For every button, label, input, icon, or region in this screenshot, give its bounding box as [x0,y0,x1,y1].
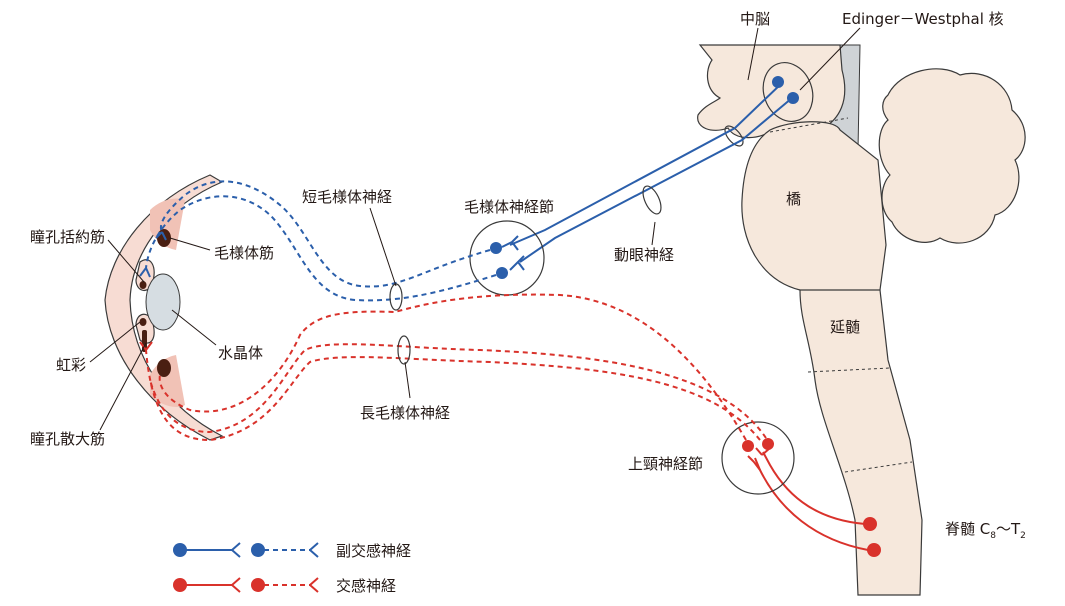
legend: 副交感神経 交感神経 [173,542,411,595]
eye-globe [104,174,224,441]
scg-neuron-2 [762,438,774,450]
leader-iris [89,321,141,363]
midbrain [697,44,846,139]
sphincter-synapse [139,267,151,278]
legend-parasympathetic-label: 副交感神経 [336,542,411,560]
pons [741,121,887,293]
legend-sympathetic: 交感神経 [173,577,396,595]
leader-lens [171,309,217,346]
label-medulla: 延髄 [830,318,860,336]
legend-blue-dot-dashed [251,543,265,557]
legend-blue-synapse-1 [231,542,241,558]
legend-sympathetic-label: 交感神経 [336,577,396,595]
divider-midbrain-pons [769,117,849,133]
legend-blue-dot-solid [173,543,187,557]
leader-ew [799,27,861,91]
ciliary-ganglion-circle [469,220,545,296]
label-ciliary-muscle: 毛様体筋 [214,244,274,262]
ciliary-muscle-lower [157,359,171,377]
oculomotor-fiber-1 [509,81,784,246]
ew-neuron-1 [772,76,784,88]
eye [104,174,224,441]
labels: 中脳 Edinger－Westphal 核 橋 延髄 脊髄 C8～T2 動眼神経… [30,10,1026,541]
label-lens: 水晶体 [218,344,263,362]
leader-midbrain [747,27,759,81]
oculomotor-ring [642,185,662,215]
preganglionic-1 [762,451,866,525]
long-ciliary-ring [397,335,411,365]
ciliary-synapse [155,231,167,241]
label-ciliary-ganglion: 毛様体神経節 [464,198,554,216]
legend-blue-synapse-2 [309,542,319,558]
parasympathetic-pathway [139,76,799,311]
divider-cord-1 [844,461,913,473]
legend-red-dot-dashed [251,578,265,592]
legend-red-dot-solid [173,578,187,592]
postganglionic-through-ciliary [158,293,747,441]
long-ciliary-nerve-2 [145,349,761,442]
dilator-synapse [139,341,153,351]
oculomotor-exit-ring [724,125,744,147]
label-sphincter: 瞳孔括約筋 [30,228,105,246]
legend-parasympathetic: 副交感神経 [173,542,411,560]
label-superior-cervical-ganglion: 上頸神経節 [628,455,703,473]
oculomotor-fiber-2 [519,97,793,263]
medulla-spinal-cord [799,289,923,596]
divider-medulla-cord [807,367,891,373]
label-pons: 橋 [786,190,801,208]
label-spinal-cord: 脊髄 C8～T2 [945,520,1026,541]
scg-neuron-1 [742,440,754,452]
leader-lines [89,27,861,431]
synapse-1 [501,235,519,251]
leader-sphincter [107,239,145,283]
superior-cervical-ganglion-circle [721,421,795,495]
leader-long-ciliary [404,361,411,399]
leader-dilator [99,342,147,431]
ganglion-neuron-1 [490,242,502,254]
label-long-ciliary: 長毛様体神経 [360,404,450,422]
label-iris: 虹彩 [56,356,86,374]
legend-red-synapse-2 [309,577,319,593]
label-midbrain: 中脳 [740,10,770,28]
label-oculomotor-nerve: 動眼神経 [614,246,674,264]
label-short-ciliary: 短毛様体神経 [302,188,392,206]
spinal-sep: ～T [996,520,1021,538]
leader-oculomotor [651,221,656,246]
spinal-t-sub: 2 [1020,531,1026,541]
short-ciliary-ring [389,283,403,311]
long-ciliary-nerve-1 [149,343,767,439]
spinal-neuron-1 [863,517,877,531]
brainstem [697,44,1026,596]
sphincter-dot-lower [139,318,147,326]
ew-nucleus-outline [762,62,814,122]
spinal-c-sub: 8 [990,531,996,541]
preganglionic-2 [754,457,869,551]
synapse-2 [509,255,525,271]
spinal-prefix: 脊髄 C [945,520,990,538]
short-ciliary-nerve-2 [145,195,497,302]
scg-synapse-2 [747,455,761,471]
spinal-neuron-2 [867,543,881,557]
ew-neuron-2 [787,92,799,104]
ganglion-neuron-2 [496,267,508,279]
sphincter-dot [139,281,147,289]
legend-red-synapse-1 [231,577,241,593]
short-ciliary-nerve-1 [160,180,491,288]
sympathetic-pathway [139,293,881,557]
lens-shape [145,273,181,331]
leader-short-ciliary [369,207,397,287]
label-ew-nucleus: Edinger－Westphal 核 [842,10,1004,28]
cerebellum [878,68,1026,244]
leader-ciliary-muscle [169,237,211,251]
label-dilator: 瞳孔散大筋 [30,430,105,448]
